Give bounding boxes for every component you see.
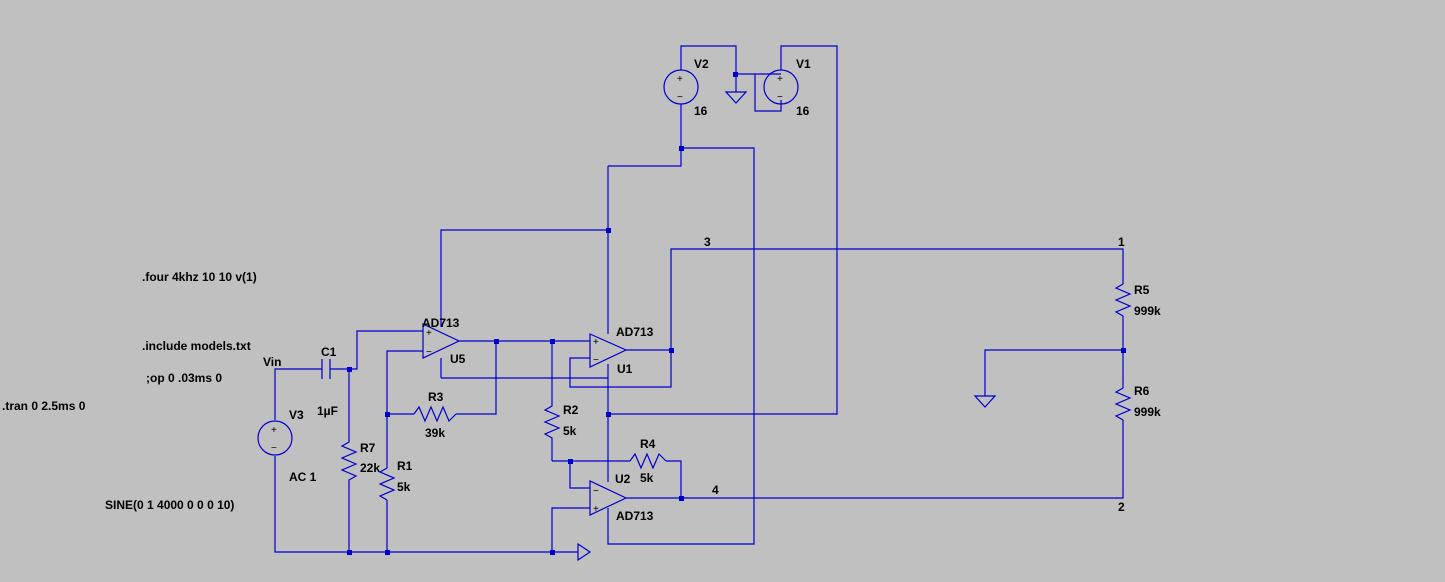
voltage-source-v3[interactable]: + − V3 AC 1 SINE(0 1 4000 0 0 0 10) [105,408,317,512]
noninverting-input: + [426,328,432,339]
resistor-r5[interactable]: R5 999k [1114,278,1161,320]
voltage-source-v2[interactable]: + − V2 16 [663,57,709,118]
ground-symbol [973,395,997,408]
resistor-r3[interactable]: R3 39k [413,390,457,440]
r4-value: 5k [640,471,654,485]
r3-name: R3 [428,390,444,404]
resistor-r7[interactable]: R7 22k [340,436,380,482]
v1-name: V1 [796,57,811,71]
net-label-1: 1 [1118,235,1125,249]
v3-sine-spec: SINE(0 1 4000 0 0 0 10) [105,498,234,512]
capacitor-c1[interactable]: C1 1µF [317,345,338,418]
opamp-u1[interactable]: + − AD713 U1 [589,325,654,376]
u5-model: AD713 [422,316,460,330]
v2-name: V2 [694,57,709,71]
r1-name: R1 [397,459,413,473]
u1-name: U1 [617,362,633,376]
c1-value: 1µF [317,404,338,418]
r5-name: R5 [1134,283,1150,297]
net-label-vin: Vin [263,355,281,369]
opamp-u2[interactable]: − + U2 AD713 [589,472,654,523]
net-label-2: 2 [1118,500,1125,514]
inverting-input: − [426,347,432,358]
u5-name: U5 [450,352,466,366]
minus-sign: − [271,443,277,454]
minus-sign: − [777,92,783,103]
resistor-r4[interactable]: R4 5k [629,437,667,485]
ground-symbol [724,91,748,104]
resistor-r6[interactable]: R6 999k [1114,382,1161,424]
directive-include[interactable]: .include models.txt [142,339,251,353]
plus-sign: + [271,425,277,436]
c1-name: C1 [321,345,337,359]
v3-name: V3 [289,408,304,422]
voltage-source-v1[interactable]: + − V1 16 [763,57,811,118]
directive-op[interactable]: ;op 0 .03ms 0 [146,371,222,385]
v2-value: 16 [694,104,708,118]
net-labels: Vin 3 1 4 2 [263,235,1125,514]
resistor-r2[interactable]: R2 5k [543,400,579,442]
plus-sign: + [677,74,683,85]
spice-directives: .four 4khz 10 10 v(1) .include models.tx… [2,270,257,413]
ground-symbol [577,542,592,562]
inverting-input: − [593,486,599,497]
r6-name: R6 [1134,384,1150,398]
r6-value: 999k [1134,405,1161,419]
net-label-4: 4 [712,483,719,497]
r2-value: 5k [563,424,577,438]
u2-name: U2 [615,472,631,486]
v3-value: AC 1 [289,470,317,484]
directive-four[interactable]: .four 4khz 10 10 v(1) [142,270,257,284]
r7-name: R7 [360,441,376,455]
wires [274,45,1124,553]
r7-value: 22k [360,461,380,475]
opamp-u5[interactable]: + − AD713 U5 [422,316,466,366]
minus-sign: − [677,92,683,103]
net-label-3: 3 [704,235,711,249]
u1-model: AD713 [616,325,654,339]
noninverting-input: + [593,337,599,348]
r2-name: R2 [563,403,579,417]
r3-value: 39k [425,426,445,440]
u2-model: AD713 [616,509,654,523]
v1-value: 16 [796,104,810,118]
resistor-r1[interactable]: R1 5k [378,459,413,501]
junction-dots [347,72,1126,555]
r4-name: R4 [640,437,656,451]
inverting-input: − [593,355,599,366]
directive-tran[interactable]: .tran 0 2.5ms 0 [2,399,86,413]
noninverting-input: + [593,504,599,515]
r1-value: 5k [397,480,411,494]
plus-sign: + [777,74,783,85]
r5-value: 999k [1134,304,1161,318]
